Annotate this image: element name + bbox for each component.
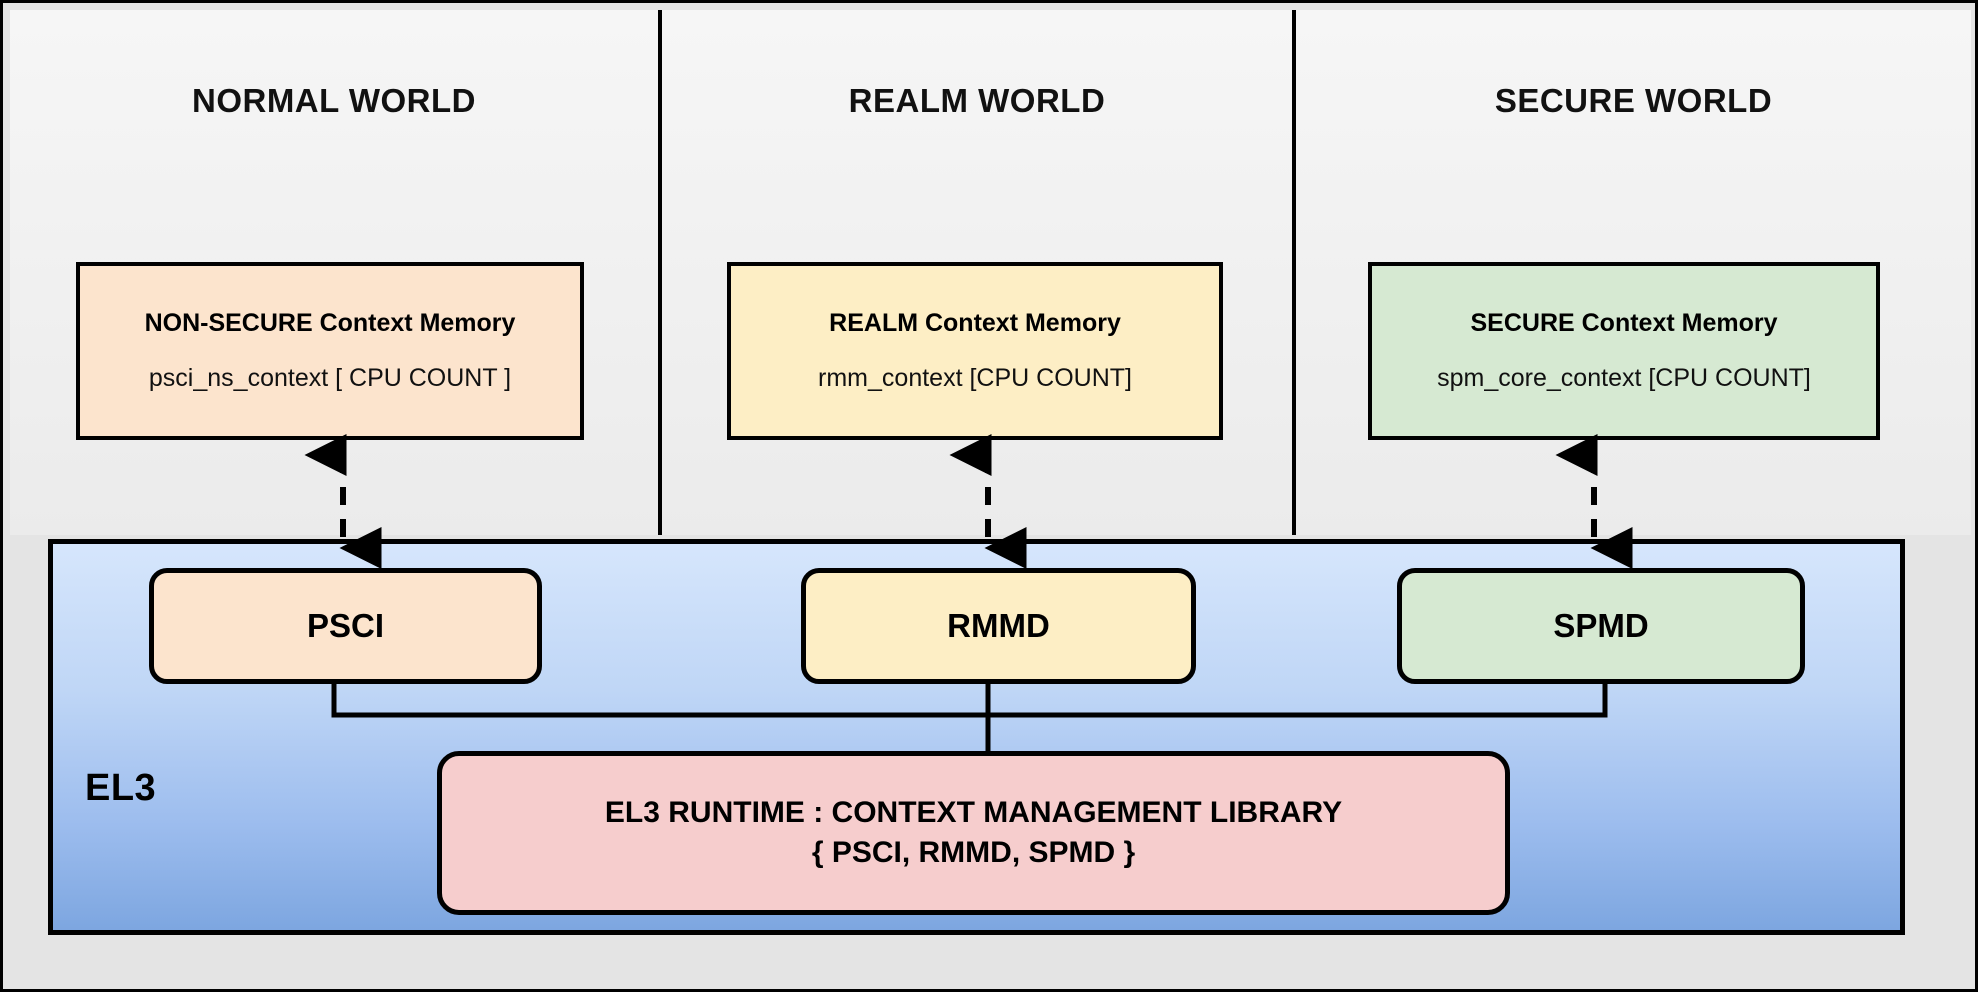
context-memory-subtitle-realm: rmm_context [CPU COUNT] bbox=[818, 364, 1132, 392]
library-line-1: EL3 RUNTIME : CONTEXT MANAGEMENT LIBRARY bbox=[604, 796, 1343, 830]
world-title-secure: SECURE WORLD bbox=[1494, 82, 1773, 119]
world-title-realm: REALM WORLD bbox=[848, 82, 1106, 119]
context-memory-title-secure: SECURE Context Memory bbox=[1470, 309, 1778, 337]
dispatcher-label-rmmd: RMMD bbox=[947, 607, 1050, 644]
context-memory-title-non-secure: NON-SECURE Context Memory bbox=[144, 309, 516, 337]
context-memory-title-realm: REALM Context Memory bbox=[829, 309, 1121, 337]
context-memory-subtitle-non-secure: psci_ns_context [ CPU COUNT ] bbox=[148, 364, 512, 392]
el3-label: EL3 bbox=[85, 767, 157, 809]
dispatcher-box-psci[interactable]: PSCI bbox=[149, 568, 542, 684]
dispatcher-label-spmd: SPMD bbox=[1553, 607, 1649, 644]
el3-runtime-library-box[interactable]: EL3 RUNTIME : CONTEXT MANAGEMENT LIBRARY… bbox=[437, 751, 1510, 915]
context-memory-box-realm: REALM Context Memory rmm_context [CPU CO… bbox=[727, 262, 1223, 440]
dispatcher-label-psci: PSCI bbox=[306, 607, 385, 644]
context-memory-subtitle-secure: spm_core_context [CPU COUNT] bbox=[1437, 364, 1811, 392]
context-memory-box-secure: SECURE Context Memory spm_core_context [… bbox=[1368, 262, 1880, 440]
world-title-normal: NORMAL WORLD bbox=[191, 82, 477, 119]
dispatcher-box-spmd[interactable]: SPMD bbox=[1397, 568, 1805, 684]
dispatcher-box-rmmd[interactable]: RMMD bbox=[801, 568, 1196, 684]
context-memory-box-non-secure: NON-SECURE Context Memory psci_ns_contex… bbox=[76, 262, 584, 440]
library-line-2: { PSCI, RMMD, SPMD } bbox=[811, 836, 1136, 869]
